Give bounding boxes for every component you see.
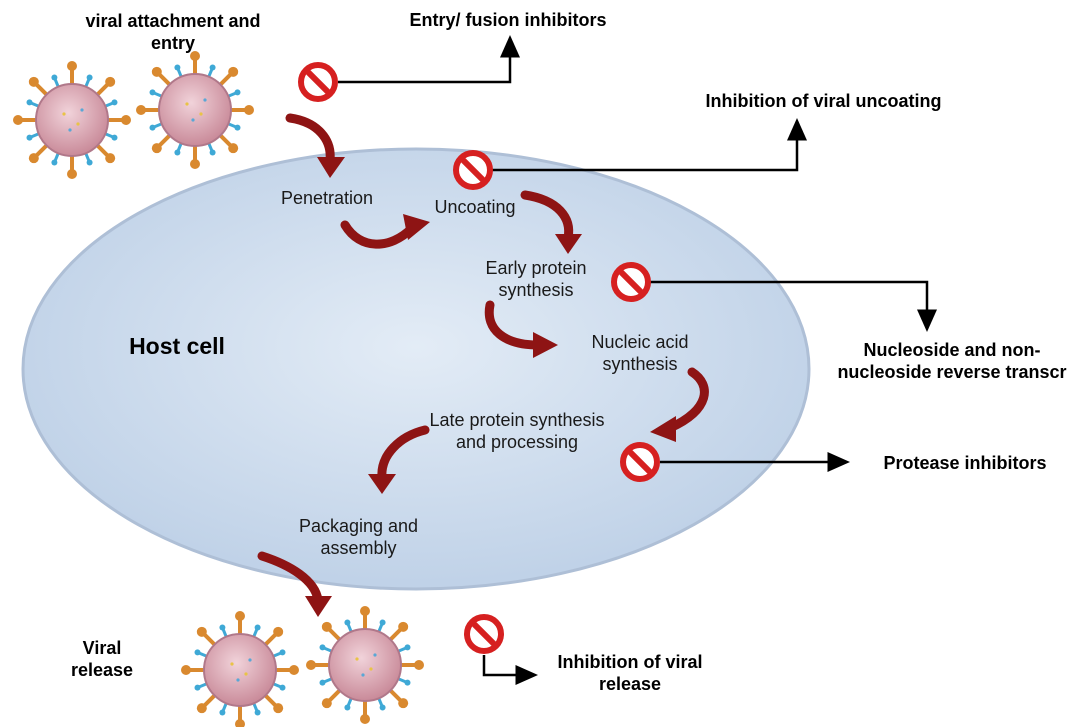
arrowhead — [317, 157, 345, 178]
curved-arrow-icon — [377, 425, 430, 483]
arrowhead — [555, 234, 582, 254]
protease-inhibitors-label: Protease inhibitors — [883, 453, 1047, 473]
early-protein-line1: Early protein — [485, 258, 587, 278]
release-inhibition-line2: release — [598, 674, 662, 694]
host-cell-label: Host cell — [129, 333, 225, 359]
packaging-label: Packaging and assembly — [276, 515, 441, 559]
connector-uncoating-inhibition — [492, 118, 807, 172]
curved-arrow-icon — [340, 220, 417, 249]
uncoating-inhibition-label: Inhibition of viral uncoating — [705, 91, 942, 111]
virus-particle-icon — [136, 51, 254, 169]
viral-release-line2: release — [70, 660, 134, 680]
nucleic-acid-label: Nucleic acid synthesis — [570, 331, 710, 375]
nucleic-acid-line2: synthesis — [602, 354, 678, 374]
viral-attachment-label: viral attachment and entry — [58, 10, 288, 54]
arrowhead — [403, 214, 430, 240]
viral-release-label: Viral release — [52, 637, 152, 681]
packaging-line2: assembly — [320, 538, 397, 558]
host-cell-body — [21, 147, 811, 591]
connector-entry-fusion — [338, 35, 520, 84]
arrowhead — [533, 332, 558, 358]
packaging-line1: Packaging and — [298, 516, 419, 536]
prohibition-icon — [614, 265, 648, 299]
late-protein-line2: and processing — [455, 432, 579, 452]
penetration-label: Penetration — [280, 188, 374, 208]
arrowhead — [305, 596, 332, 617]
arrowhead — [650, 416, 676, 442]
virus-particle-icon — [181, 611, 299, 727]
curved-arrow-icon — [520, 190, 574, 243]
connector-release-inhibition — [482, 655, 538, 685]
prohibition-icon — [623, 445, 657, 479]
connector-nrti — [650, 280, 937, 332]
prohibition-icon — [301, 65, 335, 99]
nucleic-acid-line1: Nucleic acid — [591, 332, 689, 352]
virus-particle-icon — [13, 61, 131, 179]
viral-attachment-line1: viral attachment and — [85, 11, 261, 31]
nrti-line1: Nucleoside and non- — [863, 340, 1041, 360]
viral-attachment-line2: entry — [150, 33, 195, 53]
late-protein-line1: Late protein synthesis — [429, 410, 605, 430]
virus-particle-icon — [306, 606, 424, 724]
curved-arrow-icon — [257, 551, 323, 605]
curved-arrow-icon — [665, 367, 709, 433]
nrti-label: Nucleoside and non- nucleoside reverse t… — [826, 339, 1078, 383]
release-inhibition-line1: Inhibition of viral — [557, 652, 703, 672]
nrti-line2: nucleoside reverse transcr — [837, 362, 1067, 382]
prohibition-icon — [467, 617, 501, 651]
entry-fusion-inhibitors-label: Entry/ fusion inhibitors — [409, 10, 607, 30]
early-protein-label: Early protein synthesis — [466, 257, 606, 301]
early-protein-line2: synthesis — [498, 280, 574, 300]
prohibition-icon — [456, 153, 490, 187]
release-inhibition-label: Inhibition of viral release — [530, 651, 730, 695]
curved-arrow-icon — [484, 300, 543, 350]
late-protein-label: Late protein synthesis and processing — [412, 409, 622, 453]
curved-arrow-icon — [285, 113, 335, 165]
uncoating-label: Uncoating — [434, 197, 516, 217]
viral-release-line1: Viral — [82, 638, 122, 658]
arrowhead — [368, 474, 396, 494]
